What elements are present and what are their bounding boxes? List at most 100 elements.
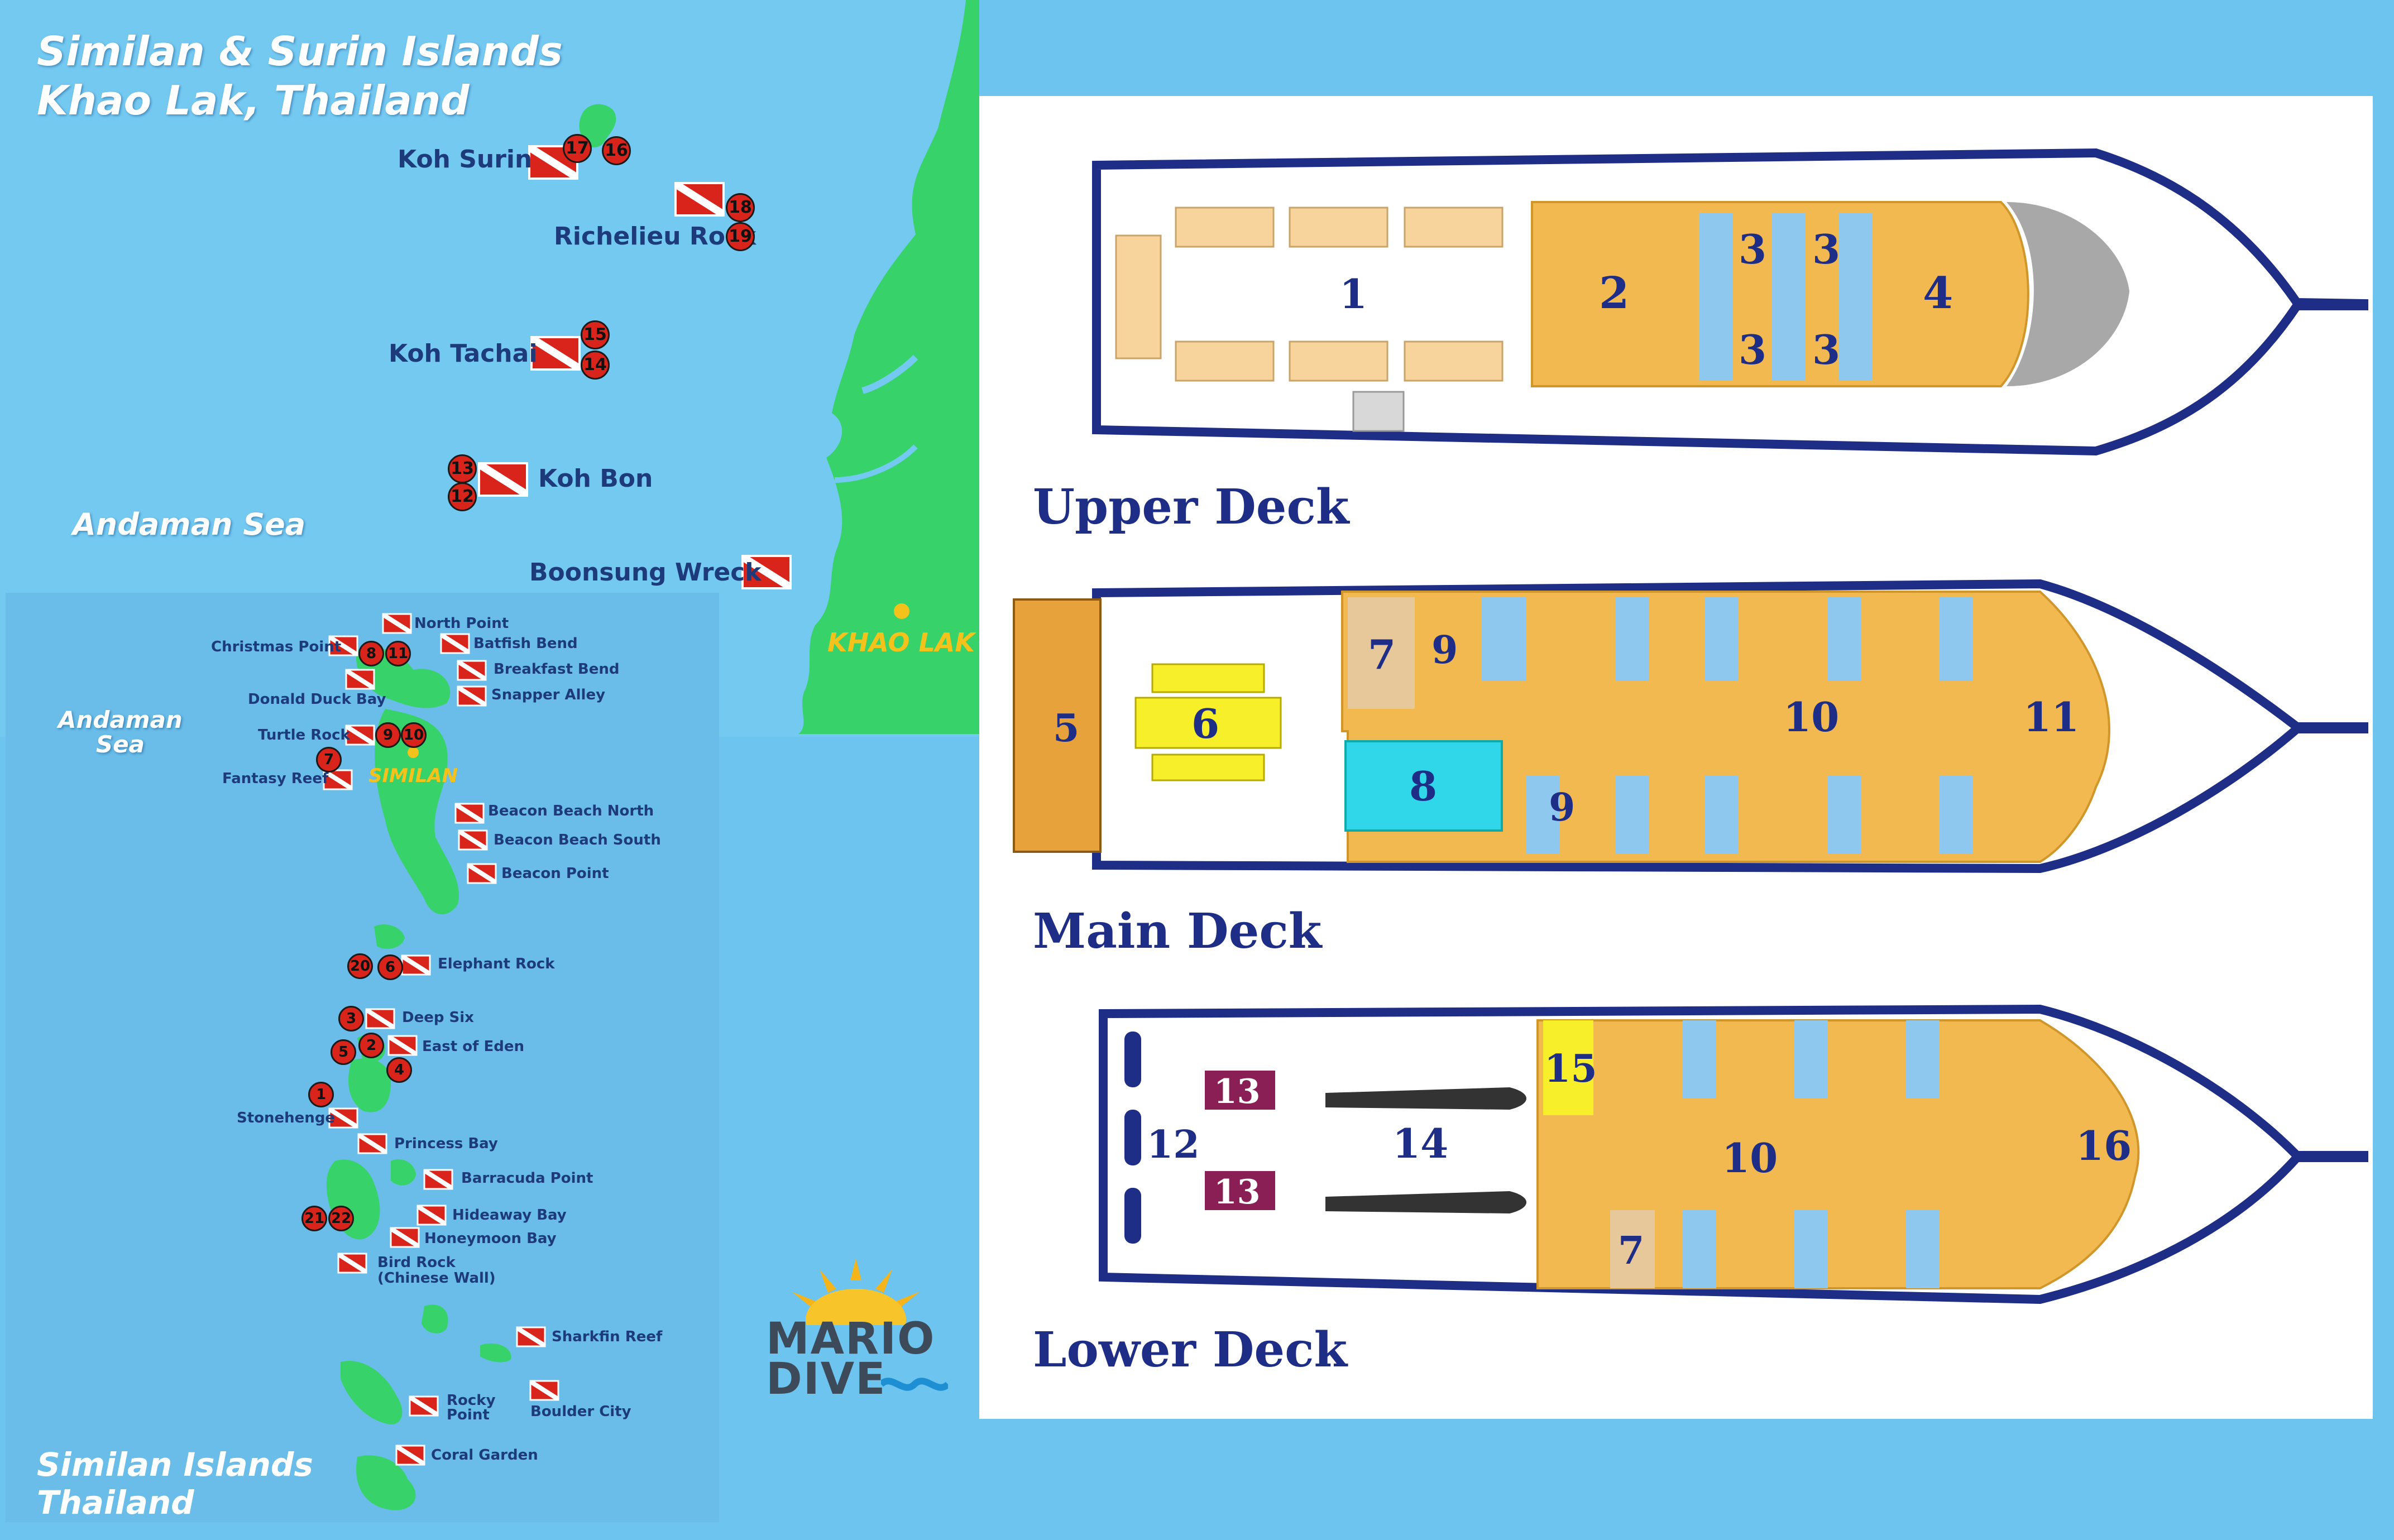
dive-site-number: 15: [581, 320, 610, 349]
tank-icon: [1325, 1087, 1526, 1110]
site-label-line: Bird Rock: [377, 1254, 456, 1271]
cabin-number: 6: [1191, 700, 1219, 747]
dive-flag-icon: [416, 1205, 447, 1226]
logo-text-line2: DIVE: [766, 1354, 887, 1404]
logo-text-line1: MARIO: [766, 1314, 936, 1364]
mainland-coast: [798, 0, 979, 734]
dive-site-number: 1: [308, 1082, 334, 1107]
site-label: Turtle Rock: [258, 727, 350, 743]
site-label: Bird Rock (Chinese Wall): [377, 1255, 496, 1286]
dive-flag-icon: [387, 1035, 418, 1056]
site-label: Beacon Beach North: [488, 803, 654, 819]
site-label: Sharkfin Reef: [552, 1328, 663, 1345]
inset-title-line2: Thailand: [37, 1484, 194, 1522]
dive-flag-icon: [457, 685, 487, 707]
dive-flag-icon: [454, 803, 485, 824]
site-label: East of Eden: [422, 1038, 525, 1055]
site-label: Donald Duck Bay: [248, 691, 386, 708]
dive-flag-icon: [401, 954, 431, 976]
cabin-number: 10: [1722, 1134, 1778, 1182]
map-title-line2: Khao Lak, Thailand: [37, 77, 470, 124]
koh-surin-island: [579, 104, 616, 148]
cabin-number: 2: [1599, 268, 1629, 319]
dive-site-number: 18: [726, 193, 755, 222]
dive-flag-icon: [530, 336, 581, 371]
dive-flag-icon: [529, 1380, 559, 1401]
tank-icon: [1325, 1191, 1526, 1213]
upper-deck-plan: 1 2 3 3 3 3 4: [1092, 148, 2368, 456]
site-label: Richelieu Rock: [554, 222, 756, 251]
cabin-number: 3: [1739, 226, 1766, 273]
dive-flag-icon: [357, 1133, 387, 1154]
bow-shade: [2007, 202, 2129, 386]
dive-flag-icon: [457, 660, 487, 681]
dive-flag-icon: [382, 613, 412, 634]
dive-flag-icon: [423, 1169, 453, 1190]
dive-site-number: 21: [301, 1206, 327, 1231]
similan-island-2: [422, 1304, 448, 1333]
dive-site-number: 7: [316, 747, 342, 773]
site-label: Princess Bay: [394, 1135, 498, 1152]
dive-site-number: 12: [448, 482, 477, 511]
dive-site-number: 13: [448, 454, 477, 483]
deck-title-upper: Upper Deck: [1033, 479, 1349, 535]
site-label: Batfish Bend: [473, 635, 578, 652]
sun-icon: [792, 1258, 920, 1325]
site-label: Coral Garden: [431, 1447, 538, 1464]
site-label: Fantasy Reef: [222, 770, 329, 787]
cabin-number: 3: [1812, 326, 1840, 373]
site-label: Breakfast Bend: [494, 661, 620, 678]
table: [1151, 754, 1265, 781]
site-label: Barracuda Point: [461, 1170, 593, 1187]
dive-flag-icon: [395, 1445, 425, 1466]
dive-flag-icon: [440, 633, 470, 654]
similan-island-3: [391, 1159, 416, 1186]
cabin-number: 4: [1923, 268, 1953, 319]
dive-flag-icon: [345, 725, 375, 746]
cabin-number: 3: [1812, 226, 1840, 273]
inset-sea-line2: Sea: [95, 731, 145, 758]
cabin-number: 5: [1053, 706, 1079, 751]
site-label: Hideaway Bay: [452, 1207, 567, 1224]
dive-site-number: 2: [358, 1033, 384, 1058]
dive-flag-icon: [516, 1326, 546, 1347]
dive-flag-icon: [467, 863, 497, 884]
sea-label: Andaman Sea: [73, 507, 306, 542]
storage: [1543, 1020, 1593, 1115]
similan-island-7: [374, 924, 405, 949]
site-label-subtitle: Point: [447, 1407, 490, 1423]
khao-lak-dot: [894, 603, 909, 619]
cabin-number: 7: [1368, 631, 1396, 678]
table: [1151, 663, 1265, 693]
dive-site-number: 4: [386, 1057, 412, 1083]
dive-site-number: 20: [347, 953, 373, 979]
site-label: Rocky Point: [447, 1393, 496, 1422]
pool: [1344, 740, 1503, 832]
site-label: Stonehenge: [237, 1110, 336, 1126]
similan-island-1a: [480, 1343, 511, 1363]
map-title-line1: Similan & Surin Islands: [37, 28, 563, 75]
similan-town-label: SIMILAN: [368, 765, 458, 787]
cabin-number: 1: [1339, 270, 1367, 318]
dive-site-number: 5: [331, 1039, 356, 1065]
similan-town-dot: [408, 747, 419, 758]
site-label: Beacon Beach South: [494, 832, 661, 848]
site-label: Deep Six: [402, 1009, 474, 1026]
site-label-line: Rocky: [447, 1392, 496, 1409]
cabin-number: 12: [1147, 1122, 1200, 1167]
site-label: Koh Bon: [538, 464, 653, 493]
site-label: Elephant Rock: [438, 956, 555, 972]
dive-site-number: 16: [602, 136, 631, 165]
cabin-number: 15: [1544, 1047, 1597, 1091]
site-label: Koh Tachai: [389, 339, 538, 368]
river-inlet: [861, 354, 918, 394]
map-graphic: [0, 0, 979, 1522]
cabin-number: 9: [1431, 628, 1458, 673]
dive-site-number: 14: [581, 351, 610, 380]
dive-flag-icon: [478, 462, 528, 497]
site-label: Beacon Point: [501, 865, 609, 882]
table: [1134, 697, 1282, 749]
inset-title: Similan Islands Thailand: [37, 1446, 313, 1522]
site-label-subtitle: (Chinese Wall): [377, 1270, 496, 1287]
